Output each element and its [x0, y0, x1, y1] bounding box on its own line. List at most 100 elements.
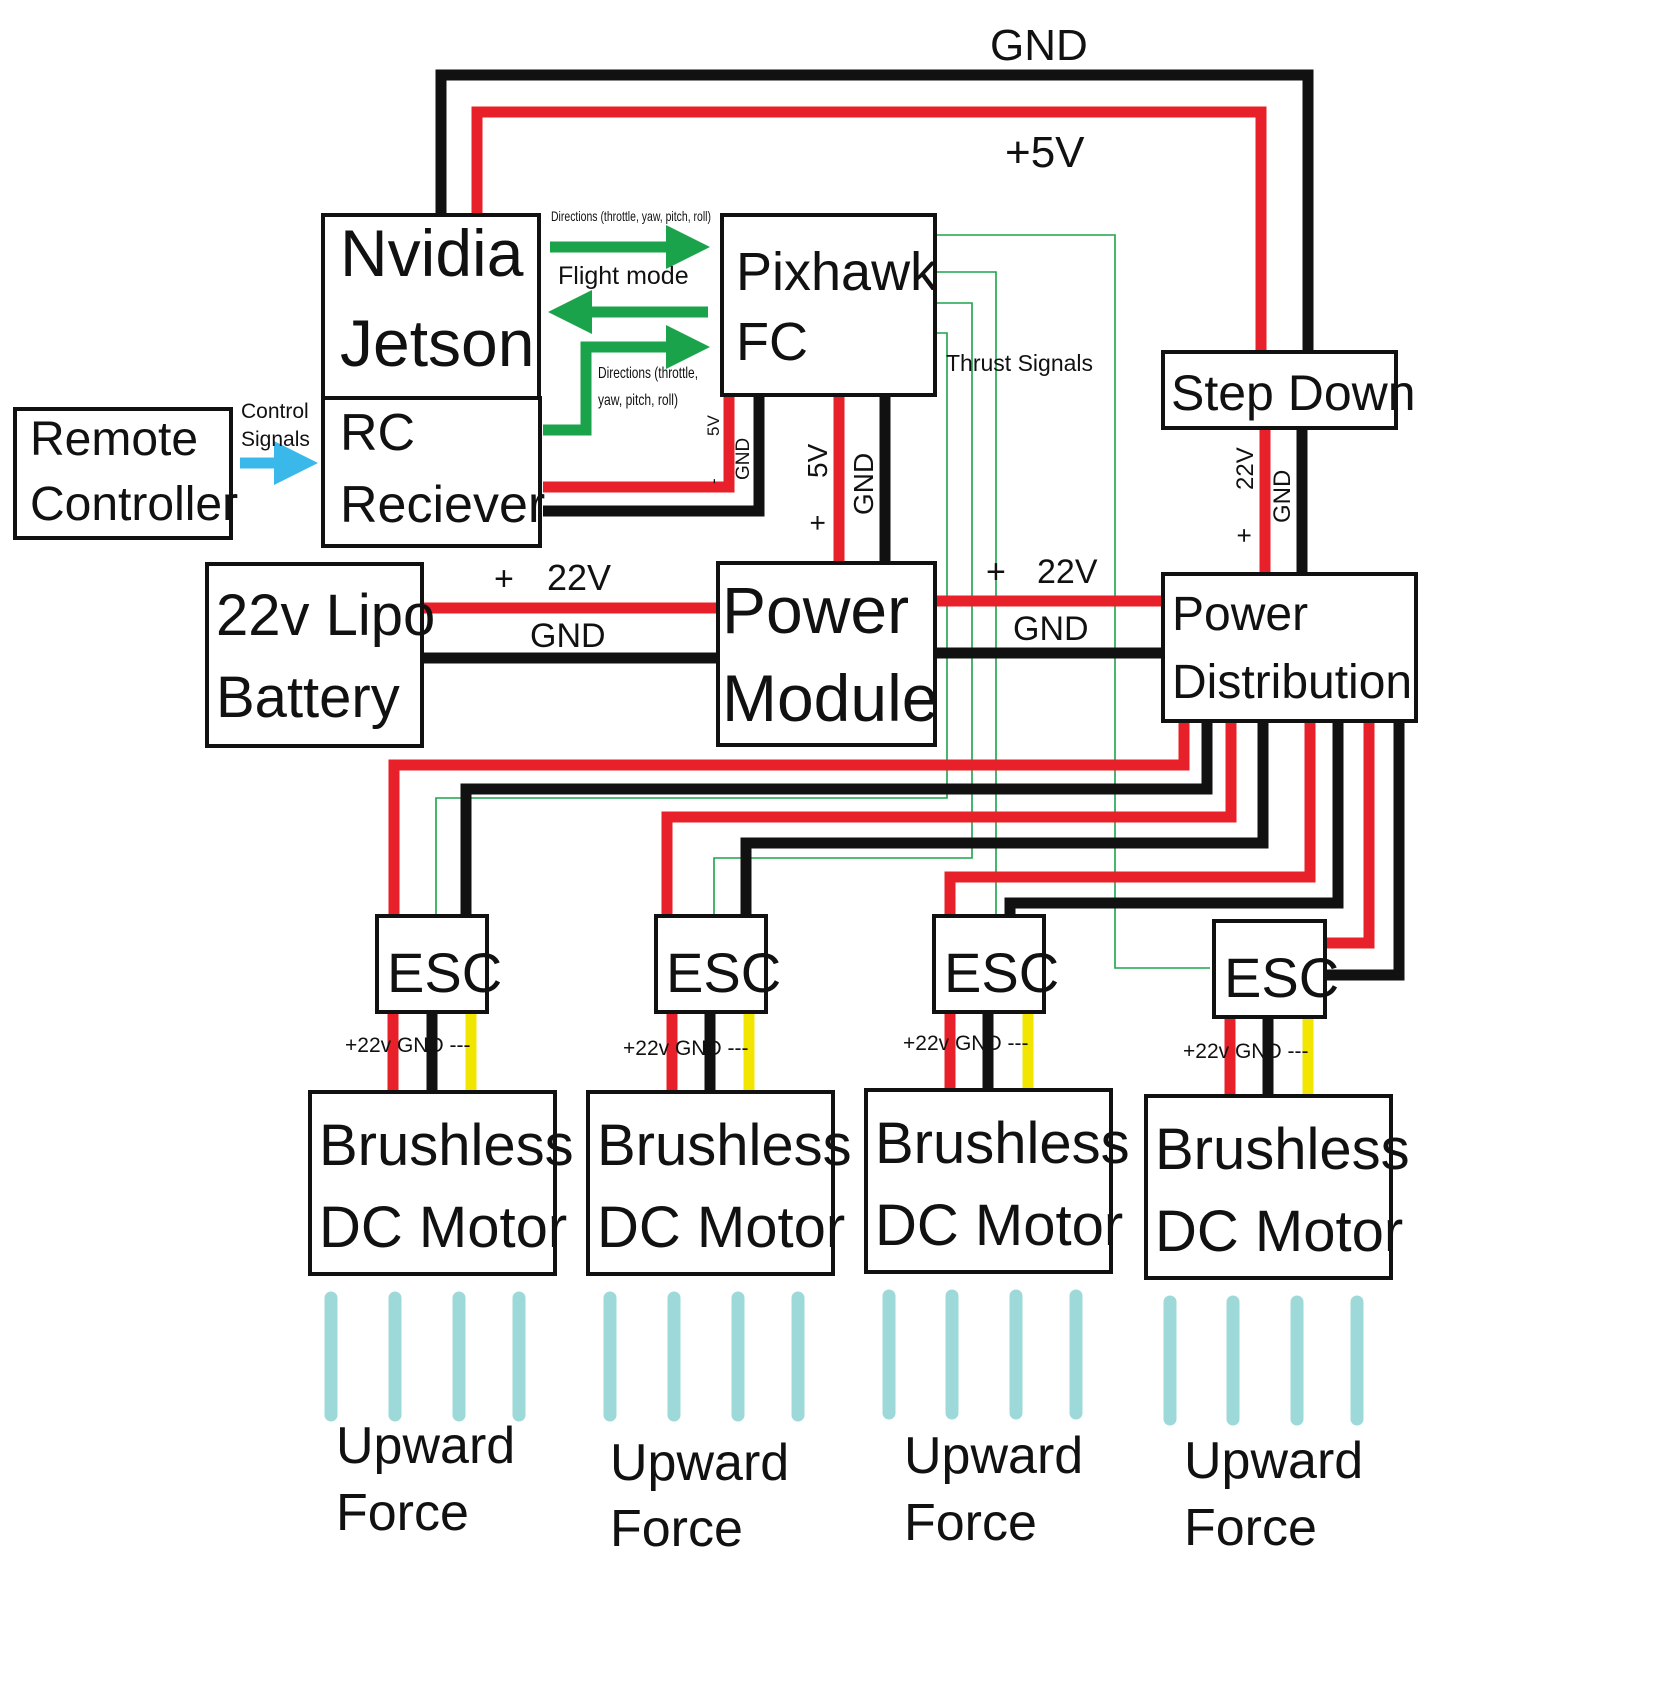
power-module-distribution-wires	[935, 595, 1163, 659]
force-2-label-1: Upward	[610, 1434, 789, 1492]
pixhawk-label-1: Pixhawk	[736, 242, 938, 302]
rc-minus-label: -	[704, 478, 723, 484]
control-signals-label-2: Signals	[241, 428, 310, 451]
pm-pixhawk-power-wires	[833, 395, 891, 565]
rc-label-1: RC	[340, 404, 415, 462]
lipo-battery-block: 22v Lipo Battery	[205, 562, 435, 748]
rc-gnd-label: GND	[733, 438, 754, 480]
remote-controller-block: Remote Controller	[13, 407, 238, 540]
esc4-motor-wires	[1224, 1017, 1314, 1097]
sd-gnd-label: GND	[1269, 470, 1296, 523]
force-4-label-1: Upward	[1184, 1432, 1363, 1490]
motor-2-box	[586, 1090, 835, 1276]
motor-1-label-1: Brushless	[319, 1113, 574, 1178]
esc1-motor-wires	[387, 1012, 477, 1092]
esc4-power-wires	[1325, 720, 1405, 981]
battery-gnd-label: GND	[530, 617, 606, 655]
thrust-lines-1	[324, 1291, 526, 1422]
thrust-lines-2	[603, 1291, 805, 1422]
battery-plus-label: +	[494, 560, 514, 598]
power-module-label-1: Power	[722, 573, 909, 647]
esc2-power-wires	[661, 720, 1269, 915]
sd-plus-label: +	[1229, 528, 1259, 543]
force-3-label-2: Force	[904, 1494, 1037, 1552]
esc-4-pins: +22v GND ---	[1183, 1040, 1308, 1063]
distribution-label-2: Distribution	[1172, 656, 1412, 709]
esc-1-pins: +22v GND ---	[345, 1034, 470, 1057]
esc3-motor-wires	[944, 1012, 1034, 1092]
battery-22v-label: 22V	[547, 557, 611, 598]
top-5v-label: +5V	[1005, 128, 1085, 177]
power-distribution-block: Power Distribution	[1161, 572, 1418, 723]
stepdown-distribution-wires	[1259, 426, 1308, 578]
esc-2-pins: +22v GND ---	[623, 1037, 748, 1060]
remote-label-1: Remote	[30, 413, 198, 466]
power-module-block: Power Module	[716, 561, 938, 747]
step-down-block: Step Down	[1161, 350, 1416, 430]
force-3-label-1: Upward	[904, 1427, 1083, 1485]
motor-1-box	[308, 1090, 557, 1276]
pixhawk-label-2: FC	[736, 312, 808, 372]
top-gnd-label: GND	[990, 21, 1088, 70]
esc1-power-wires	[388, 720, 1213, 915]
directions-bottom-label-1: Directions (throttle,	[598, 365, 698, 382]
directions-bottom-label-2: yaw, pitch, roll)	[598, 392, 678, 409]
esc-1-label: ESC	[387, 941, 502, 1004]
pm-plus-label: +	[802, 515, 833, 531]
esc-1-box	[375, 914, 489, 1014]
thrust-lines-4	[1163, 1295, 1364, 1426]
remote-label-2: Controller	[30, 478, 238, 531]
rc-pixhawk-power-wires	[543, 395, 765, 517]
distribution-label-1: Power	[1172, 588, 1308, 641]
motor-unit-4: ESC +22v GND --- Brushless DC Motor Upwa…	[1144, 919, 1410, 1557]
rc-5v-label: 5V	[704, 415, 723, 436]
sd-22v-label: 22V	[1232, 447, 1259, 490]
directions-top-label: Directions (throttle, yaw, pitch, roll)	[551, 208, 711, 224]
force-4-label-2: Force	[1184, 1499, 1317, 1557]
flight-mode-label: Flight mode	[558, 262, 689, 290]
pm-dist-22v-label: 22V	[1037, 553, 1098, 591]
esc-3-label: ESC	[944, 941, 1059, 1004]
control-signals-label-1: Control	[241, 400, 309, 423]
pm-gnd-label: GND	[848, 453, 879, 515]
motor-unit-2: ESC +22v GND --- Brushless DC Motor Upwa…	[586, 914, 852, 1558]
motor-unit-1: ESC +22v GND --- Brushless DC Motor Upwa…	[308, 914, 574, 1542]
motor-4-label-1: Brushless	[1155, 1117, 1410, 1182]
battery-power-module-wires	[422, 602, 718, 664]
battery-label-2: Battery	[216, 665, 400, 730]
battery-label-1: 22v Lipo	[216, 583, 435, 648]
thrust-signals-label: Thrust Signals	[946, 350, 1093, 376]
motor-1-label-2: DC Motor	[319, 1195, 567, 1260]
step-down-label: Step Down	[1171, 365, 1416, 421]
motor-unit-3: ESC +22v GND --- Brushless DC Motor Upwa…	[864, 914, 1130, 1552]
pm-5v-label: 5V	[802, 443, 833, 478]
nvidia-jetson-block: Nvidia Jetson	[321, 213, 541, 400]
pixhawk-fc-block: Pixhawk FC	[720, 213, 938, 397]
directions-arrow-bottom	[543, 325, 710, 436]
jetson-stepdown-5v-wire	[471, 106, 1267, 350]
esc-3-pins: +22v GND ---	[903, 1032, 1028, 1055]
motor-3-label-2: DC Motor	[875, 1193, 1123, 1258]
power-module-label-2: Module	[722, 661, 938, 735]
force-1-label-2: Force	[336, 1484, 469, 1542]
motor-2-label-1: Brushless	[597, 1113, 852, 1178]
force-2-label-2: Force	[610, 1500, 743, 1558]
esc-3-box	[932, 914, 1046, 1014]
esc2-motor-wires	[666, 1012, 755, 1092]
esc3-power-wires	[944, 720, 1344, 915]
motor-4-label-2: DC Motor	[1155, 1199, 1403, 1264]
force-1-label-1: Upward	[336, 1417, 515, 1475]
jetson-label-1: Nvidia	[340, 216, 524, 290]
rc-receiver-block: RC Reciever	[321, 396, 545, 548]
pm-dist-gnd-label: GND	[1013, 610, 1089, 648]
pm-dist-plus-label: +	[986, 553, 1006, 591]
rc-label-2: Reciever	[340, 476, 545, 534]
jetson-label-2: Jetson	[340, 306, 534, 380]
esc-4-box	[1212, 919, 1327, 1019]
motor-3-label-1: Brushless	[875, 1111, 1130, 1176]
jetson-stepdown-gnd-wire	[435, 69, 1314, 350]
esc-4-label: ESC	[1224, 946, 1339, 1009]
esc-2-box	[654, 914, 768, 1014]
motor-2-label-2: DC Motor	[597, 1195, 845, 1260]
